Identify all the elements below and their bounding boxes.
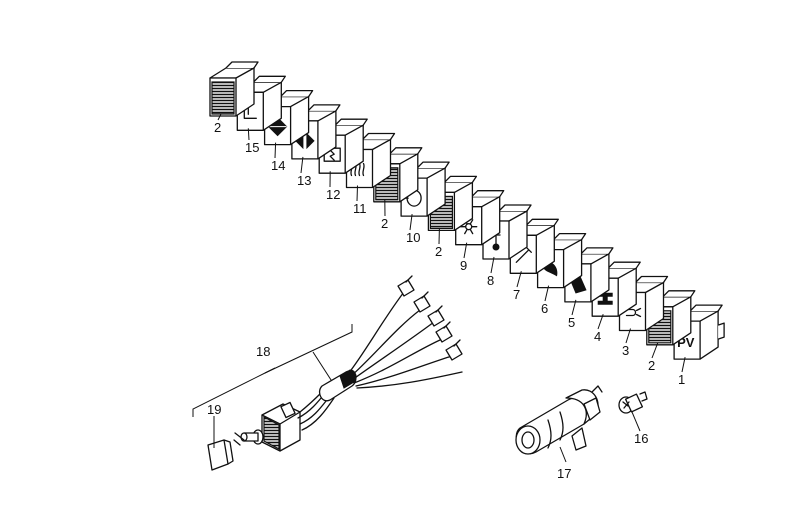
wiring-harness xyxy=(193,276,462,451)
switch-label: 2 xyxy=(214,120,221,135)
switch-label: 1 xyxy=(678,372,685,387)
switch-label: 2 xyxy=(435,244,442,259)
bulb-socket xyxy=(516,386,602,462)
label-socket: 17 xyxy=(557,466,571,481)
label-cap: 19 xyxy=(207,402,221,417)
row-end-cap xyxy=(718,323,724,339)
switch-label: 7 xyxy=(513,287,520,302)
switch-label: 15 xyxy=(245,140,259,155)
switch-label: 8 xyxy=(487,273,494,288)
switch-label: 2 xyxy=(648,358,655,373)
switch-label: 12 xyxy=(326,187,340,202)
switch-label: 9 xyxy=(460,258,467,273)
switch-label: 2 xyxy=(381,216,388,231)
switch-label: 13 xyxy=(297,173,311,188)
switch-label: 3 xyxy=(622,343,629,358)
switch-label: 14 xyxy=(271,158,285,173)
switch-cap xyxy=(208,416,233,470)
switch-symbol-hatched-icon xyxy=(212,82,234,114)
switch-label: 4 xyxy=(594,329,601,344)
switch-label: 6 xyxy=(541,301,548,316)
label-harness: 18 xyxy=(256,344,270,359)
switch-label: 10 xyxy=(406,230,420,245)
switch-label: 5 xyxy=(568,315,575,330)
harness-connectors xyxy=(398,276,462,360)
switch-label: 11 xyxy=(353,201,367,216)
bulb xyxy=(619,392,647,431)
label-bulb: 16 xyxy=(634,431,648,446)
harness-switch-body xyxy=(234,402,300,451)
